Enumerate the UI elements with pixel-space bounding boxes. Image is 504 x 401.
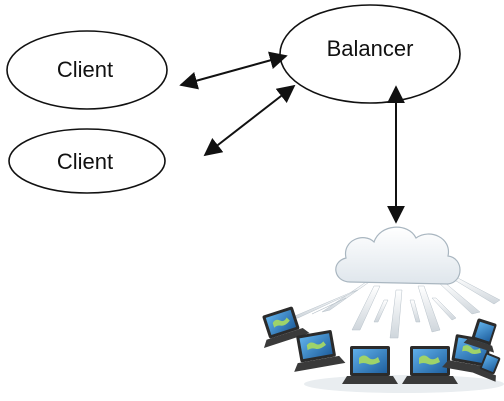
laptop-icon: [473, 352, 501, 382]
client-1-label: Client: [57, 57, 113, 82]
client-node-1: Client: [6, 30, 168, 110]
cloud-icon: [335, 226, 461, 285]
laptop-icon: [402, 346, 458, 384]
arrow-client1-balancer: [179, 51, 288, 90]
balancer-label: Balancer: [327, 36, 414, 61]
laptop-icon: [294, 330, 346, 372]
laptop-icon: [342, 346, 398, 384]
laptop-icon: [463, 318, 497, 353]
balancer-node: Balancer: [279, 4, 461, 104]
cloud-network-icon: [262, 226, 504, 393]
client-2-label: Client: [57, 149, 113, 174]
laptop-icon: [262, 306, 310, 348]
client-node-2: Client: [8, 128, 166, 194]
document-stream-icon: [289, 275, 501, 339]
arrow-client2-balancer: [203, 84, 296, 157]
